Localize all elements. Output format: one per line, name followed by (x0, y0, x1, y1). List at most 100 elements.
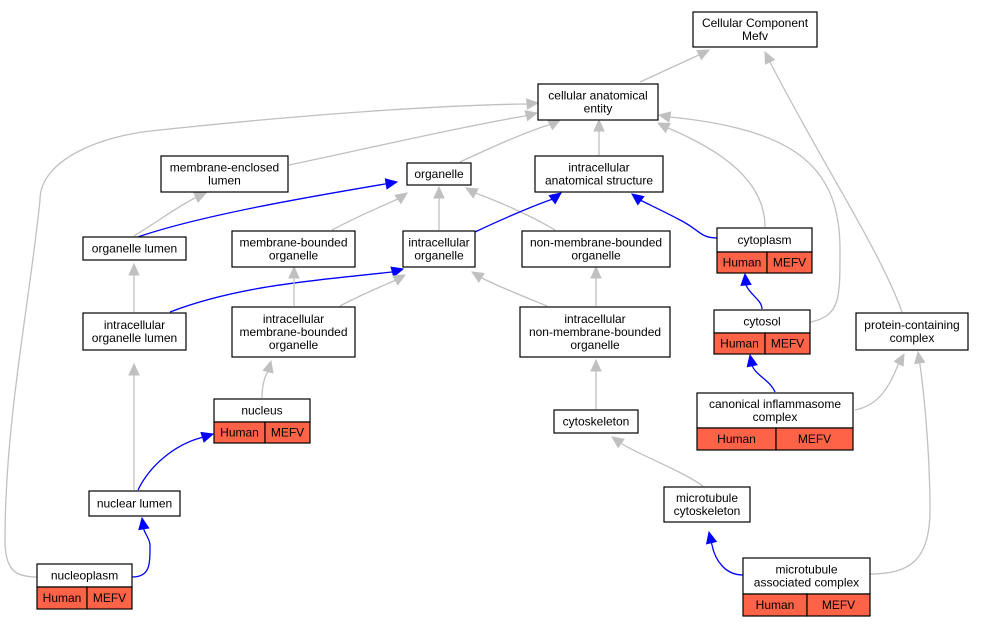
node-box[interactable] (231, 230, 356, 268)
node-box[interactable] (82, 236, 187, 261)
node-label-line: intracellular (408, 236, 469, 250)
arrowhead (893, 352, 905, 367)
arrowhead (590, 358, 602, 372)
node-label-line: nucleus (241, 404, 282, 418)
edge-line (481, 277, 548, 307)
node-organelle[interactable]: organelle (406, 162, 472, 186)
node-label-line: organelle (269, 249, 319, 263)
node-label-line: protein-containing (864, 318, 959, 332)
badge-cell-mefv[interactable] (264, 421, 311, 444)
node-label-line: membrane-bounded (239, 236, 347, 250)
badge-cell-mefv[interactable] (766, 251, 813, 274)
edge-cytoplasm-to-cellular_anatomical_entity (656, 122, 766, 228)
node-label-line: entity (584, 102, 613, 116)
node-label-line: lumen (208, 174, 241, 188)
edge-line (459, 123, 553, 163)
badge-label: Human (723, 256, 762, 270)
badge-cell-mefv[interactable] (86, 586, 133, 610)
node-box[interactable] (231, 306, 356, 358)
edge-line (339, 279, 397, 307)
node-cytoskeleton[interactable]: cytoskeleton (553, 409, 639, 434)
node-label-line: non-membrane-bounded (529, 325, 661, 339)
edge-line (854, 364, 899, 411)
arrowhead (464, 187, 479, 199)
edge-non_membrane_bounded_organelle-to-organelle (464, 187, 556, 231)
node-box[interactable] (692, 11, 818, 48)
arrowhead (705, 530, 718, 545)
node-box[interactable] (402, 230, 476, 268)
badge-cell-mefv[interactable] (764, 332, 811, 355)
node-organelle-lumen[interactable]: organelle lumen (82, 236, 187, 261)
arrowhead (128, 362, 140, 376)
node-box[interactable] (88, 490, 181, 517)
node-box[interactable] (521, 230, 671, 268)
arrowhead (138, 516, 150, 531)
node-label-line: anatomical structure (545, 174, 653, 188)
node-box[interactable] (406, 162, 472, 186)
edge-organelle_lumen-to-membrane_enclosed_lumen (133, 192, 208, 237)
badge-label: Human (220, 426, 259, 440)
node-nuclear-lumen[interactable]: nuclear lumen (88, 490, 181, 517)
node-label-line: organelle (414, 249, 464, 263)
badge-cell-mefv[interactable] (806, 593, 871, 617)
badge-label: MEFV (271, 426, 304, 440)
node-intracellular-non-membrane-bounded-organelle[interactable]: intracellularnon-membrane-boundedorganel… (519, 306, 671, 358)
edge-nucleus-to-intracellular_membrane_bounded_organelle (261, 359, 274, 399)
node-box[interactable] (742, 557, 871, 595)
node-box[interactable] (160, 155, 289, 193)
arrowhead (526, 98, 540, 110)
node-box[interactable] (663, 486, 751, 523)
node-label-line: cellular anatomical (548, 89, 647, 103)
arrowhead (611, 436, 625, 449)
arrowhead (657, 111, 672, 123)
node-label-line: organelle (414, 167, 464, 181)
node-label-line: intracellular (104, 318, 165, 332)
edge-line-tail (397, 197, 401, 200)
edge-canonical_inflammasome_complex-to-cytosol (746, 353, 776, 393)
edge-line-tail (710, 542, 713, 546)
edge-membrane_bounded_organelle-to-organelle (331, 192, 408, 231)
badge-cell-mefv[interactable] (775, 427, 854, 451)
node-box[interactable] (855, 312, 969, 351)
badge-label: MEFV (771, 337, 804, 351)
arrowhead (631, 193, 645, 206)
edge-line (769, 61, 903, 313)
node-label-line: membrane-bounded (239, 325, 347, 339)
edge-nucleoplasm-to-cellular_anatomical_entity (4, 98, 540, 578)
node-label-line: canonical inflammasome (709, 397, 841, 411)
node-box[interactable] (519, 306, 671, 358)
node-label-line: intracellular (568, 161, 629, 175)
badge-label: MEFV (93, 591, 126, 605)
edge-line (169, 271, 393, 313)
edge-nucleoplasm-to-nuclear_lumen (131, 516, 151, 578)
arrowhead (394, 192, 408, 205)
arrowhead (524, 110, 539, 122)
node-box[interactable] (553, 409, 639, 434)
node-label-line: cytoplasm (737, 233, 791, 247)
node-box[interactable] (537, 83, 659, 121)
node-box[interactable] (534, 155, 664, 193)
node-label-line: cytoskeleton (563, 415, 630, 429)
edge-cytosol-to-cytoplasm (740, 272, 763, 310)
node-label-line: organelle (269, 338, 319, 352)
edge-line (639, 199, 718, 239)
node-box[interactable] (82, 312, 187, 351)
